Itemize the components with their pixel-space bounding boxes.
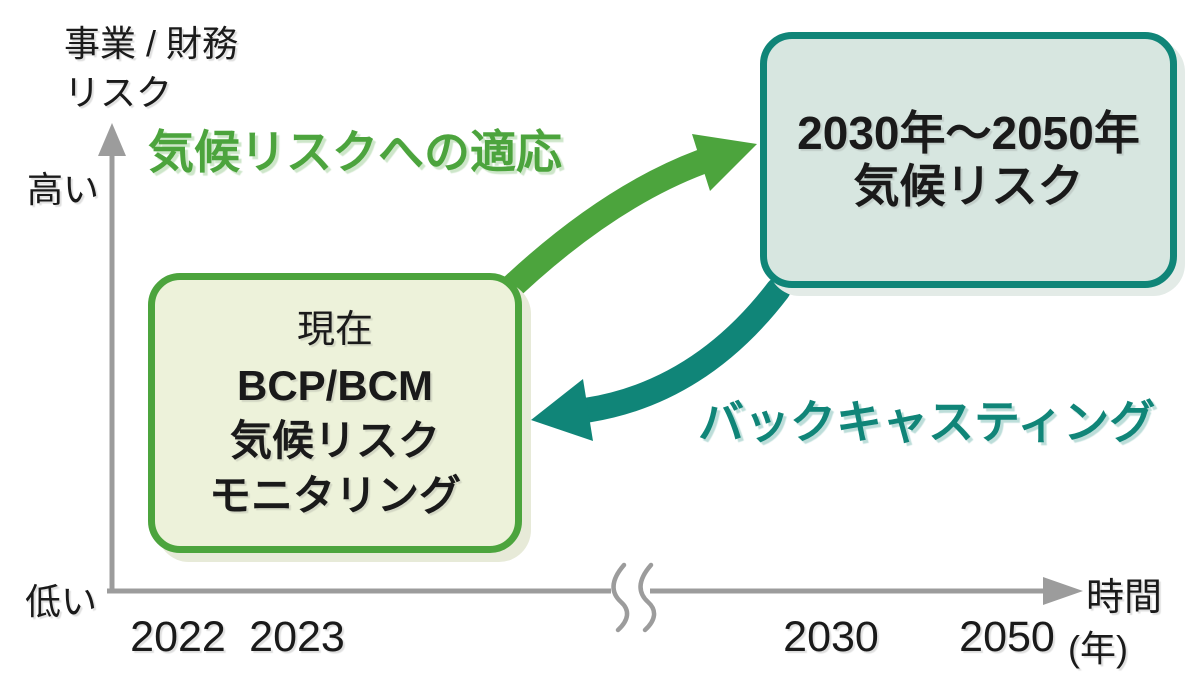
x-axis-unit-label: (年) <box>1068 628 1128 669</box>
y-axis-title-line2: リスク <box>64 71 173 113</box>
future-box-line1: 2030年～2050年 <box>797 107 1140 159</box>
current-box-title: 現在 <box>296 309 373 351</box>
adaptation-arrow-curve <box>481 149 714 317</box>
future-box-line2: 気候リスク <box>853 160 1084 212</box>
y-axis-arrowhead-icon <box>98 123 126 156</box>
current-state-box: 現在 BCP/BCM 気候リスク モニタリング <box>148 273 522 553</box>
axis-break-mark-right <box>638 562 657 633</box>
x-tick-2030: 2030 <box>783 613 879 661</box>
current-box-line2: 気候リスク <box>229 417 440 464</box>
backcasting-arrowhead-icon <box>531 379 593 441</box>
x-axis-arrowhead-icon <box>1043 577 1083 605</box>
adaptation-arrow-label: 気候リスクへの適応 <box>148 126 562 178</box>
y-axis-title: 事業 / 財務 リスク <box>64 20 238 117</box>
x-tick-2023: 2023 <box>249 613 345 661</box>
y-axis-high-label: 高い <box>27 169 100 210</box>
x-tick-2050: 2050 <box>959 613 1055 661</box>
y-axis-title-line1: 事業 / 財務 <box>64 23 239 64</box>
axis-break-mark-left <box>611 562 630 633</box>
x-tick-2022: 2022 <box>130 613 226 661</box>
x-axis-title: 時間 <box>1086 577 1163 619</box>
backcasting-arrow-curve <box>575 277 791 423</box>
adaptation-arrowhead-icon <box>692 134 757 191</box>
backcasting-arrow-label: バックキャスティング <box>698 396 1156 448</box>
y-axis-low-label: 低い <box>25 581 98 622</box>
future-climate-risk-box: 2030年～2050年 気候リスク <box>760 32 1177 288</box>
current-box-line1: BCP/BCM <box>237 362 433 409</box>
current-box-line3: モニタリング <box>208 472 461 519</box>
